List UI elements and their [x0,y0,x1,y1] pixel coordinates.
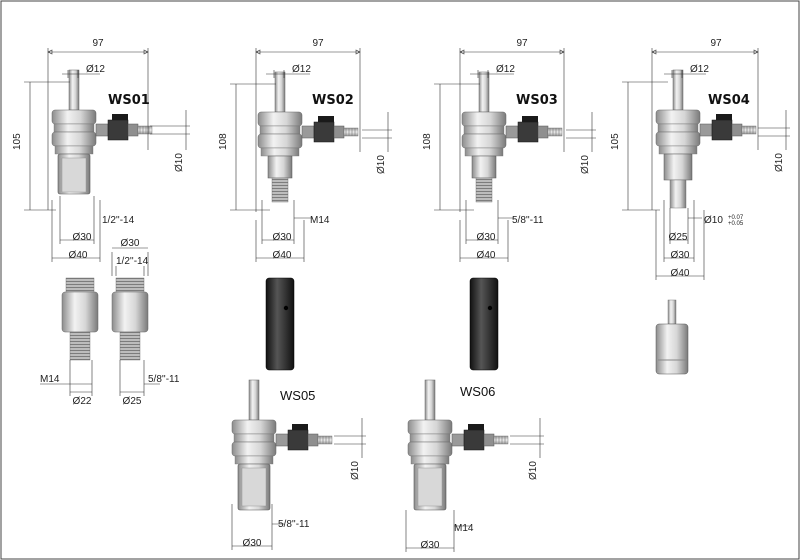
ws05-group: WS05 Ø10 5/8''-11 Ø30 [231,379,366,550]
ws03-base: Ø40 [477,250,496,261]
ws04-tol-lower: +0.05 [728,221,744,227]
ws05-pipe: Ø10 [350,461,361,480]
ws06-group: WS06 Ø10 M14 Ø30 [405,379,544,552]
ws04-inner: Ø25 [669,232,688,243]
ws01-base: Ø40 [69,250,88,261]
ws06-thread: M14 [454,523,474,534]
adapter-1: M14 Ø22 [40,277,99,407]
ws04-width: 97 [710,38,722,49]
ws04-tol-upper: +0.07 [728,215,744,221]
ws06-product [407,379,509,511]
ws06-title: WS06 [460,384,495,399]
adapter-2-diam: Ø25 [123,396,142,407]
ws02-pipe: Ø10 [376,155,387,174]
ws01-thread: 1/2''-14 [102,215,135,226]
ws02-product [257,71,359,203]
ws03-tool-hole [487,305,493,311]
adapter-1-diam: Ø22 [73,396,92,407]
adapter-1-thread: M14 [40,374,60,385]
ws02-body: Ø30 [273,232,292,243]
ws05-title: WS05 [280,388,315,403]
ws06-pipe: Ø10 [528,461,539,480]
ws04-base: Ø40 [671,268,690,279]
adapter-2-top-thread: 1/2''-14 [116,256,149,267]
ws02-thread: M14 [310,215,330,226]
ws04-body: Ø30 [671,250,690,261]
adapter-2-thread: 5/8''-11 [148,374,180,385]
ws06-body: Ø30 [421,540,440,551]
ws04-title: WS04 [708,93,750,108]
ws02-width: 97 [312,38,324,49]
ws04-product [655,69,757,209]
ws03-thread: 5/8''-11 [512,215,544,226]
ws01-width: 97 [92,38,104,49]
ws05-product [231,379,333,511]
ws04-height: 105 [610,133,621,150]
ws02-group: 97 108 Ø12 Ø10 M14 Ø30 Ø40 WS02 [218,38,392,371]
ws02-height: 108 [218,133,229,150]
ws03-width: 97 [516,38,528,49]
ws03-body: Ø30 [477,232,496,243]
ws03-pipe: Ø10 [580,155,591,174]
ws05-thread: 5/8''-11 [278,519,310,530]
ws02-shank: Ø12 [292,64,311,75]
adapter-2-top: Ø30 [121,238,140,249]
ws03-height: 108 [422,133,433,150]
ws03-tool-holder [469,277,499,371]
ws01-shank: Ø12 [86,64,105,75]
ws04-core-bit [655,299,689,375]
ws03-title: WS03 [516,93,558,108]
ws02-tool-hole [283,305,289,311]
ws03-group: 97 108 Ø12 Ø10 5/8''-11 Ø30 Ø40 WS03 [422,38,596,371]
ws05-body: Ø30 [243,538,262,549]
ws04-shank: Ø12 [690,64,709,75]
ws01-pipe: Ø10 [174,153,185,172]
ws02-title: WS02 [312,93,354,108]
ws01-height: 105 [12,133,23,150]
ws01-group: 97 105 Ø12 Ø10 1/2''-14 Ø30 Ø40 WS01 [12,38,190,262]
ws04-group: 97 105 Ø12 Ø10 Ø10 +0.07 +0.05 Ø25 Ø30 Ø… [610,38,790,375]
ws01-title: WS01 [108,93,150,108]
ws03-shank: Ø12 [496,64,515,75]
ws01-body: Ø30 [73,232,92,243]
adapter-2: Ø30 1/2''-14 5/8''-11 Ø25 [111,238,180,407]
ws01-product [51,69,153,195]
ws03-product [461,71,563,203]
ws04-pipe: Ø10 [774,153,785,172]
ws02-base: Ø40 [273,250,292,261]
ws04-bit: Ø10 [704,215,723,226]
ws02-tool-holder [265,277,295,371]
